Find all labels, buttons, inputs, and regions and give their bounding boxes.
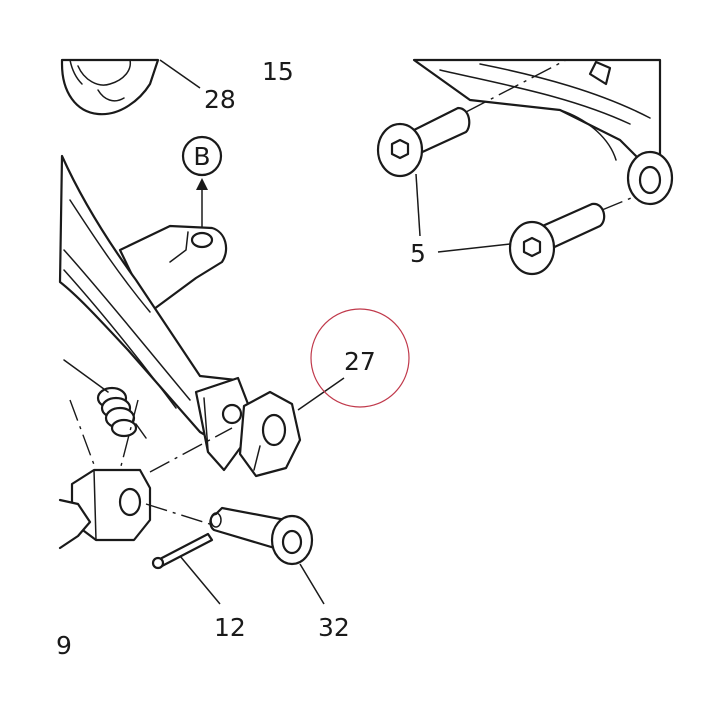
callout-28: 28 <box>204 85 236 114</box>
pivot-block-drawing <box>58 468 152 550</box>
centerline-pivot <box>149 427 233 473</box>
leader-32 <box>299 563 325 605</box>
callout-b: B <box>193 142 210 171</box>
centerline-bolt-upper <box>465 59 567 113</box>
cotter-pin-12-drawing <box>151 532 214 570</box>
rod-line <box>63 359 109 393</box>
leader-5-lower <box>437 243 511 253</box>
frame-bracket-drawing <box>412 58 674 206</box>
spring-drawing <box>96 386 147 439</box>
arrowhead-b <box>196 178 208 190</box>
bracket-28-drawing <box>60 58 160 116</box>
main-arm-drawing <box>58 154 302 478</box>
callout-32: 32 <box>318 613 350 642</box>
centerline-bolt-lower <box>601 195 637 211</box>
reference-circle-b <box>181 135 223 177</box>
highlight-circle-27 <box>310 308 410 408</box>
centerline-spring-2 <box>119 399 139 471</box>
callout-12: 12 <box>214 613 246 642</box>
centerline-spring <box>69 399 97 471</box>
callout-15: 15 <box>262 57 294 86</box>
callout-5: 5 <box>410 239 426 268</box>
leader-12 <box>179 555 221 605</box>
bolt-5-lower-drawing <box>508 202 606 276</box>
centerline-pin <box>145 503 217 527</box>
callout-9: 9 <box>56 631 72 660</box>
callout-27: 27 <box>344 347 376 376</box>
leader-27 <box>297 377 345 411</box>
leader-28 <box>159 59 201 89</box>
pin-32-drawing <box>209 506 314 566</box>
bolt-5-upper-drawing <box>376 106 471 178</box>
leader-5-upper <box>415 173 421 237</box>
